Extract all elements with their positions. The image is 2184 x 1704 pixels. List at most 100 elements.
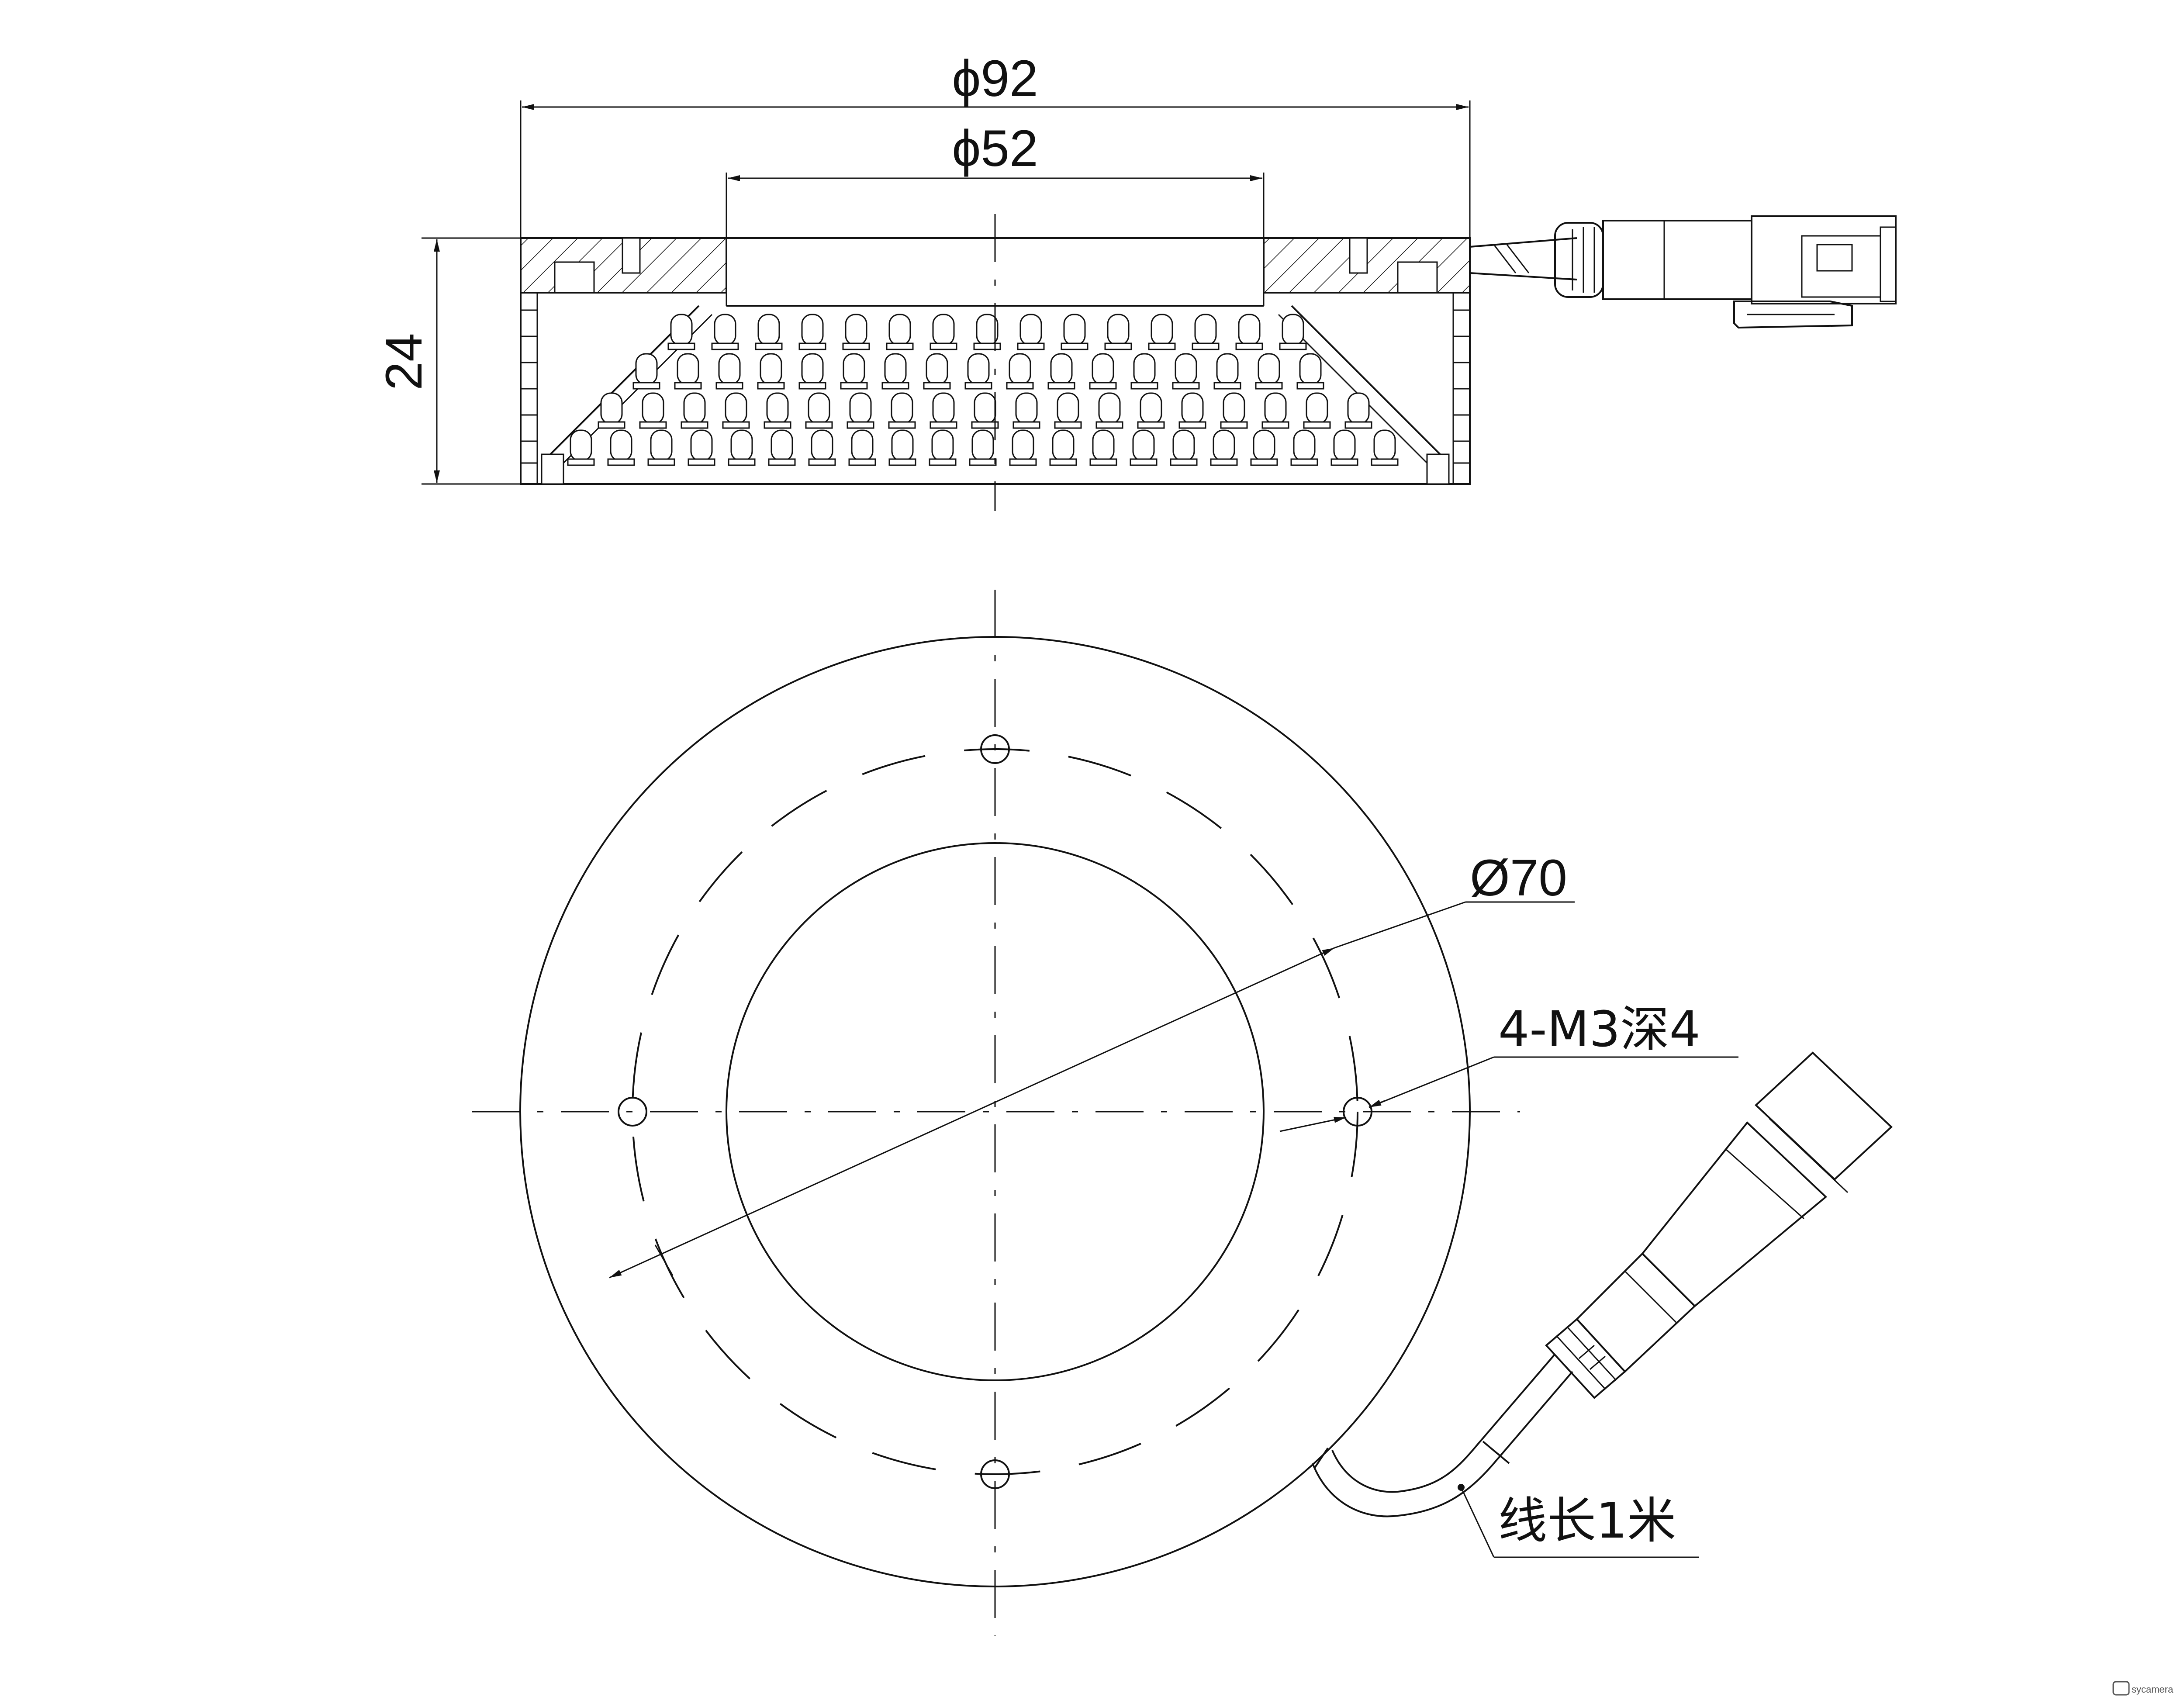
led: [647, 429, 675, 466]
right-wall-fins: [1426, 293, 1470, 485]
led: [973, 314, 1001, 350]
outer-ring: [519, 636, 1471, 1587]
led: [1330, 429, 1358, 466]
led: [888, 392, 916, 429]
led: [728, 429, 756, 466]
led: [964, 353, 992, 390]
led: [881, 353, 909, 390]
led: [1178, 392, 1206, 429]
led: [711, 314, 739, 350]
led: [1104, 314, 1132, 350]
led: [1250, 429, 1278, 466]
led: [1220, 392, 1248, 429]
led: [1095, 392, 1123, 429]
led: [929, 429, 957, 466]
note-cable-length: 线长1米: [1458, 1484, 1699, 1558]
outer-diameter-label: ϕ92: [952, 50, 1038, 107]
led: [1047, 353, 1075, 390]
dimension-inner-diameter: ϕ52: [726, 120, 1265, 306]
led: [848, 429, 876, 466]
led: [1089, 353, 1117, 390]
led: [1130, 429, 1158, 466]
led: [757, 353, 785, 390]
front-cable: [1312, 1051, 1893, 1517]
led: [888, 429, 916, 466]
led: [798, 314, 826, 350]
led: [768, 429, 796, 466]
led: [1235, 314, 1263, 350]
led: [1210, 429, 1238, 466]
led: [1261, 392, 1289, 429]
led: [1255, 353, 1283, 390]
led: [886, 314, 914, 350]
led: [598, 392, 625, 429]
height-label: 24: [375, 333, 433, 390]
led: [1061, 314, 1089, 350]
mounting-hole-right: [1343, 1097, 1372, 1127]
led: [971, 392, 999, 429]
front-view: Ø70 4-M3深4: [472, 590, 1893, 1636]
led: [1013, 392, 1040, 429]
led: [567, 429, 595, 466]
led: [1213, 353, 1241, 390]
led: [1009, 429, 1037, 466]
inner-diameter-label: ϕ52: [952, 120, 1038, 177]
left-wall-fins: [521, 293, 564, 485]
led: [764, 392, 791, 429]
led: [1344, 392, 1372, 429]
led: [722, 392, 750, 429]
side-view: ϕ92 ϕ52 24: [375, 50, 1897, 511]
note-mounting-holes: 4-M3深4: [1279, 1001, 1738, 1132]
led: [930, 392, 957, 429]
dimension-height: 24: [375, 237, 521, 485]
led: [674, 353, 702, 390]
led: [1148, 314, 1176, 350]
led: [842, 314, 870, 350]
led: [1049, 429, 1077, 466]
led: [639, 392, 667, 429]
led: [1054, 392, 1082, 429]
led: [969, 429, 997, 466]
mounting-holes-label: 4-M3深4: [1498, 1001, 1700, 1058]
bolt-circle-label: Ø70: [1470, 849, 1567, 907]
led: [1137, 392, 1165, 429]
watermark-label: sycamera: [2132, 1684, 2174, 1695]
led: [607, 429, 635, 466]
dimension-bolt-circle: Ø70: [609, 849, 1575, 1279]
led: [805, 392, 833, 429]
bolt-circle: [632, 748, 1358, 1475]
led-array: [567, 314, 1399, 466]
led: [1290, 429, 1318, 466]
led: [667, 314, 695, 350]
led: [632, 353, 660, 390]
led: [1130, 353, 1158, 390]
led: [923, 353, 951, 390]
led: [840, 353, 868, 390]
watermark: sycamera: [2112, 1681, 2174, 1696]
led: [1296, 353, 1324, 390]
led: [755, 314, 783, 350]
led: [798, 353, 826, 390]
led: [1172, 353, 1200, 390]
side-connector: [1469, 215, 1897, 329]
led: [1006, 353, 1034, 390]
led: [930, 314, 957, 350]
led: [688, 429, 715, 466]
led: [681, 392, 708, 429]
led: [808, 429, 836, 466]
connector-knurl: [1545, 1318, 1626, 1399]
mounting-hole-bottom: [980, 1459, 1010, 1489]
led: [1170, 429, 1198, 466]
led: [1303, 392, 1331, 429]
led: [1017, 314, 1045, 350]
led: [715, 353, 743, 390]
led: [1371, 429, 1399, 466]
led: [847, 392, 874, 429]
cable-length-label: 线长1米: [1498, 1493, 1676, 1549]
led: [1279, 314, 1307, 350]
led: [1089, 429, 1117, 466]
mounting-hole-top: [980, 734, 1010, 764]
led: [1192, 314, 1220, 350]
dimension-outer-diameter: ϕ92: [520, 50, 1471, 238]
